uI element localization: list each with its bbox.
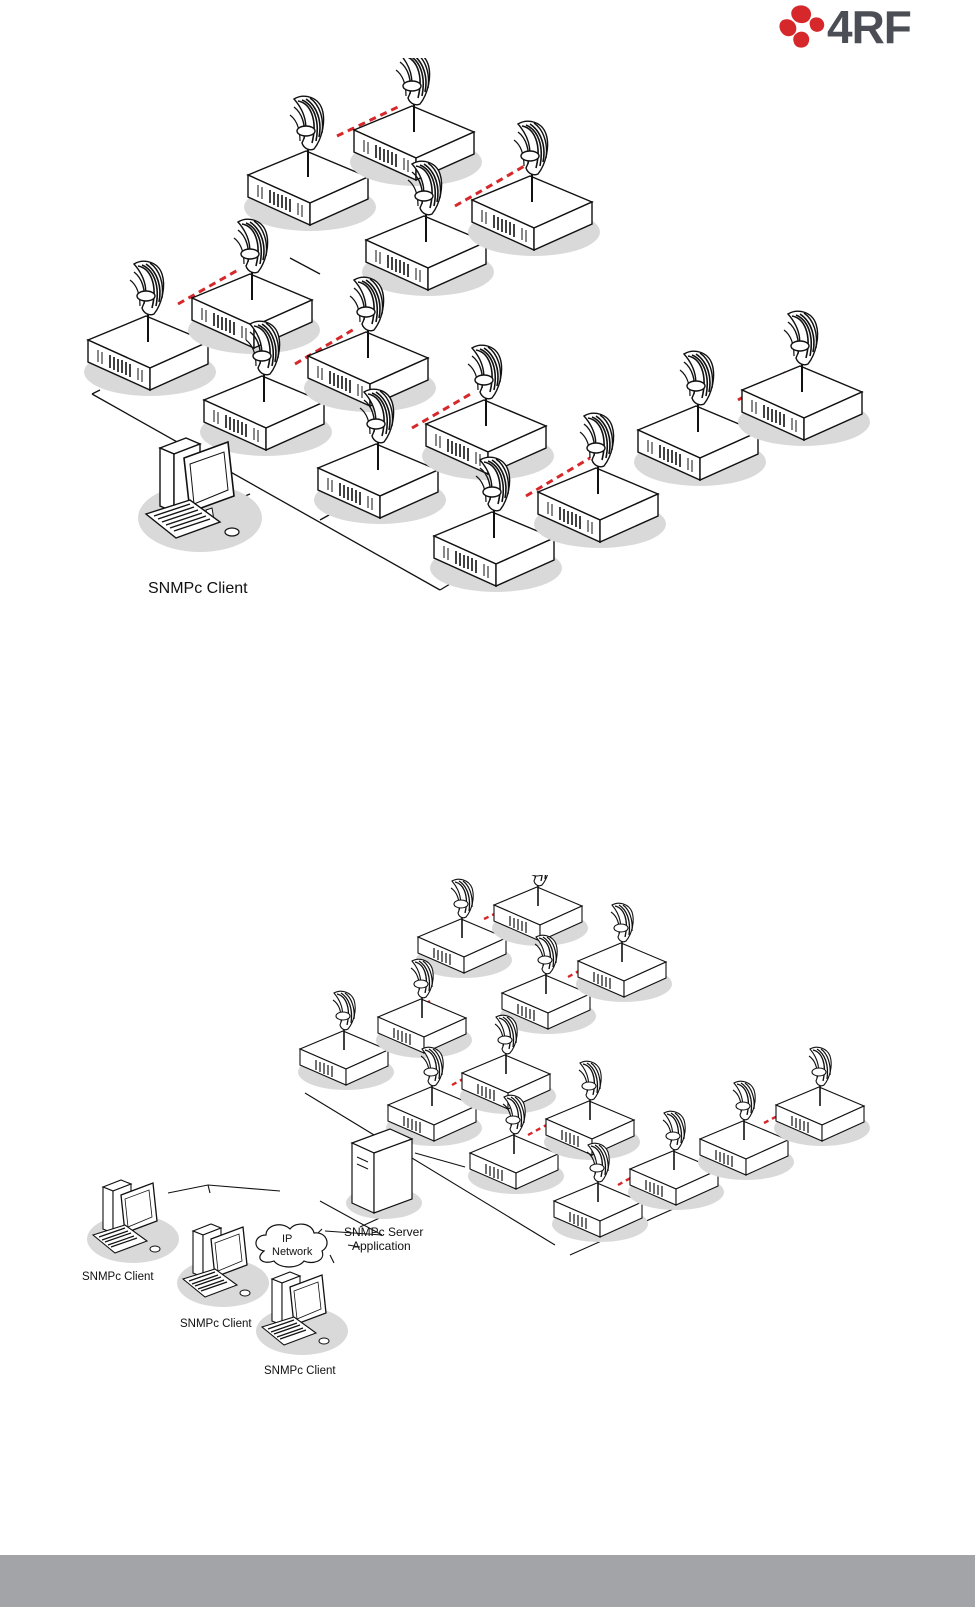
ip-network-cloud: IP Network <box>256 1224 327 1267</box>
snmpc-client-label-3: SNMPc Client <box>264 1365 336 1377</box>
radio-terminal-g2 <box>738 311 870 446</box>
snmpc-client-workstation-2 <box>177 1224 269 1307</box>
server-label-line2: Application <box>352 1239 411 1253</box>
snmpc-client-label: SNMPc Client <box>148 580 248 597</box>
snmpc-server <box>346 1129 422 1219</box>
snmpc-client-workstation-3 <box>256 1272 348 1355</box>
snmpc-client-workstation <box>138 438 262 552</box>
diagram-1-canvas: SNMPc Client <box>0 58 975 618</box>
brand-logo: 4RF <box>777 4 957 50</box>
footer-bar <box>0 1555 975 1607</box>
snmpc-client-label-2: SNMPc Client <box>180 1318 252 1330</box>
network-diagram-server-clients: SNMPc Server Application IP Network SNMP… <box>0 875 975 1415</box>
snmpc-client-workstation-1 <box>87 1180 179 1263</box>
diagram-2-canvas: SNMPc Server Application IP Network SNMP… <box>0 875 975 1415</box>
radio-terminal-2g2 <box>774 1047 870 1146</box>
petal-logo-icon <box>777 4 829 50</box>
radio-terminal-2b2 <box>576 903 672 1002</box>
network-diagram-single-client: SNMPc Client <box>0 58 975 618</box>
radio-terminal-c2 <box>188 219 320 354</box>
cloud-label-line2: Network <box>272 1246 313 1258</box>
cloud-label-line1: IP <box>282 1233 292 1245</box>
snmpc-client-label-1: SNMPc Client <box>82 1271 154 1283</box>
brand-wordmark: 4RF <box>827 2 911 52</box>
server-label-line1: SNMPc Server <box>344 1225 423 1239</box>
